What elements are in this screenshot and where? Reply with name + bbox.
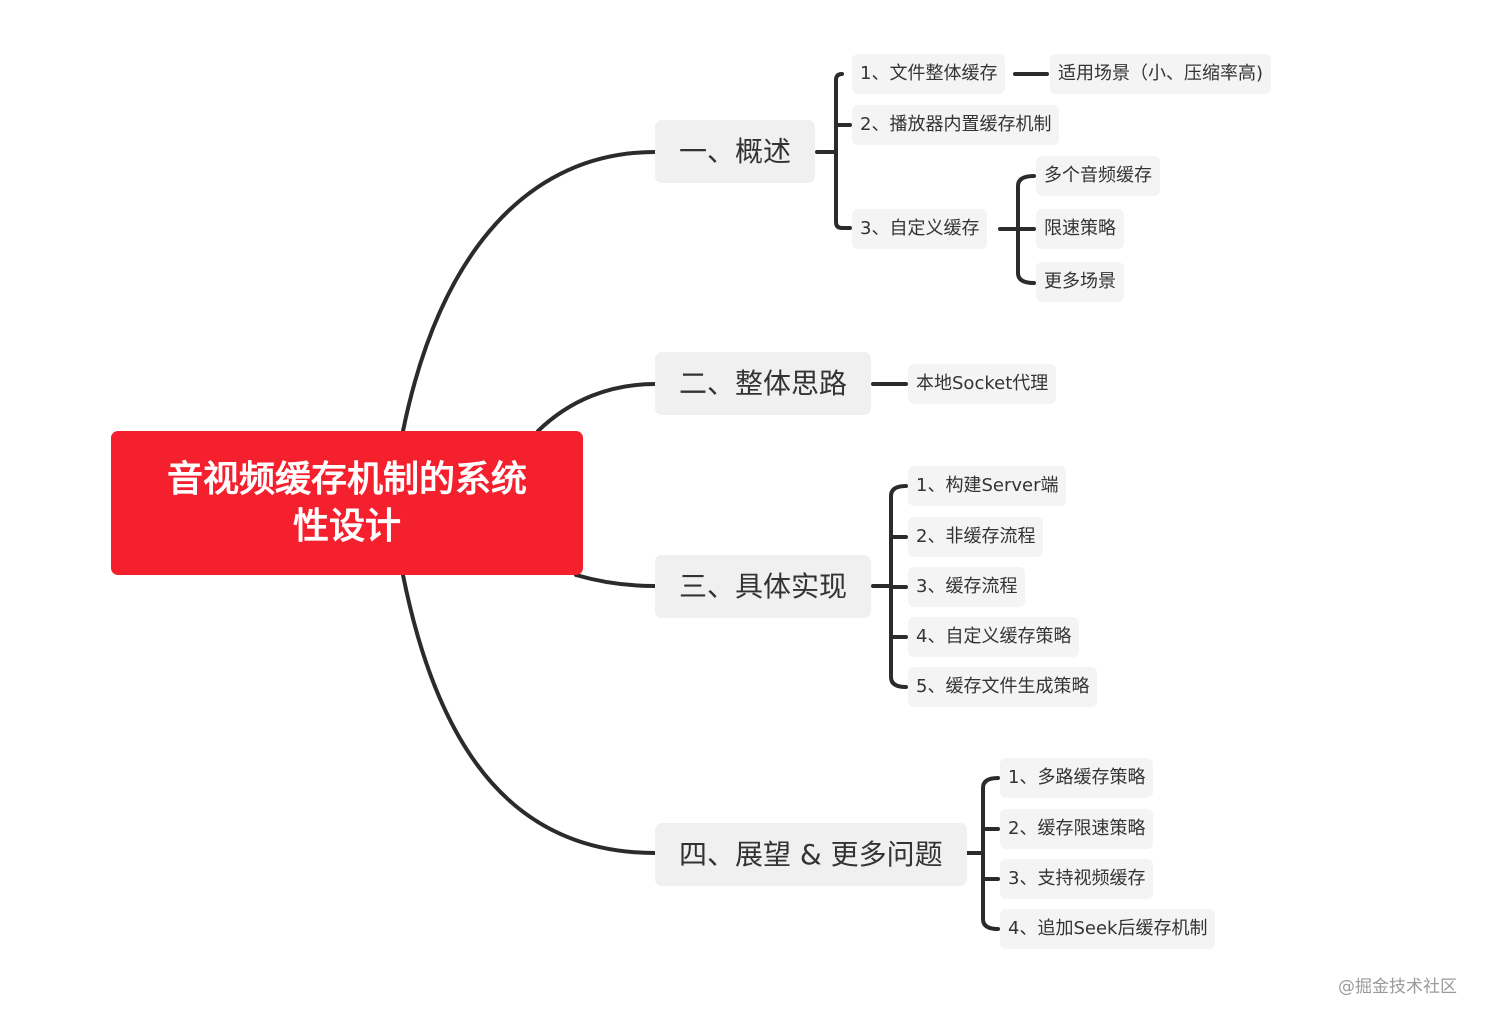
leaf-label: 3、自定义缓存 bbox=[860, 218, 980, 239]
connector-root-to-approach bbox=[536, 382, 657, 433]
leaf-label: 限速策略 bbox=[1044, 218, 1116, 239]
leaf-custom-multi-audio[interactable]: 多个音频缓存 bbox=[1036, 156, 1160, 196]
leaf-overview-custom-cache[interactable]: 3、自定义缓存 bbox=[852, 209, 988, 249]
leaf-label: 1、文件整体缓存 bbox=[860, 63, 998, 84]
connector-implementation-bracket bbox=[871, 484, 908, 689]
leaf-custom-more-scenes[interactable]: 更多场景 bbox=[1036, 262, 1124, 302]
branch-overview-label: 一、概述 bbox=[679, 135, 792, 168]
leaf-label: 3、支持视频缓存 bbox=[1008, 868, 1146, 889]
leaf-label: 2、缓存限速策略 bbox=[1008, 818, 1146, 839]
leaf-label: 多个音频缓存 bbox=[1044, 165, 1152, 186]
root-topic-title: 音视频缓存机制的系统性设计 bbox=[166, 459, 527, 547]
leaf-label: 5、缓存文件生成策略 bbox=[916, 676, 1090, 697]
leaf-outlook-seek-cache[interactable]: 4、追加Seek后缓存机制 bbox=[1000, 909, 1216, 949]
branch-overview[interactable]: 一、概述 bbox=[655, 120, 816, 183]
connector-outlook-bracket bbox=[963, 776, 1000, 931]
leaf-overview-file-cache[interactable]: 1、文件整体缓存 bbox=[852, 54, 1006, 94]
leaf-outlook-video-cache[interactable]: 3、支持视频缓存 bbox=[1000, 859, 1154, 899]
watermark: @掘金技术社区 bbox=[1338, 977, 1457, 997]
leaf-impl-cache-flow[interactable]: 3、缓存流程 bbox=[908, 567, 1026, 607]
branch-approach[interactable]: 二、整体思路 bbox=[655, 352, 872, 415]
leaf-outlook-multi-path[interactable]: 1、多路缓存策略 bbox=[1000, 758, 1154, 798]
branch-outlook[interactable]: 四、展望 & 更多问题 bbox=[655, 823, 967, 886]
leaf-approach-socket-proxy[interactable]: 本地Socket代理 bbox=[908, 364, 1057, 404]
leaf-overview-player-cache[interactable]: 2、播放器内置缓存机制 bbox=[852, 105, 1060, 145]
branch-approach-label: 二、整体思路 bbox=[679, 367, 848, 400]
leaf-label: 3、缓存流程 bbox=[916, 576, 1018, 597]
leaf-label: 1、多路缓存策略 bbox=[1008, 767, 1146, 788]
branch-implementation-label: 三、具体实现 bbox=[679, 570, 848, 603]
leaf-label: 更多场景 bbox=[1044, 271, 1116, 292]
connector-root-to-overview bbox=[401, 150, 657, 433]
connector-root-to-implementation bbox=[574, 573, 657, 588]
leaf-label: 2、非缓存流程 bbox=[916, 526, 1036, 547]
leaf-label: 本地Socket代理 bbox=[916, 373, 1049, 394]
leaf-file-cache-scenario[interactable]: 适用场景（小、压缩率高) bbox=[1050, 54, 1272, 94]
leaf-impl-custom-policy[interactable]: 4、自定义缓存策略 bbox=[908, 617, 1080, 657]
leaf-outlook-rate-limit[interactable]: 2、缓存限速策略 bbox=[1000, 809, 1154, 849]
leaf-label: 适用场景（小、压缩率高) bbox=[1058, 63, 1264, 84]
branch-implementation[interactable]: 三、具体实现 bbox=[655, 555, 872, 618]
leaf-label: 4、追加Seek后缓存机制 bbox=[1008, 918, 1208, 939]
branch-outlook-label: 四、展望 & 更多问题 bbox=[679, 838, 943, 871]
connector-root-to-outlook bbox=[401, 573, 657, 855]
leaf-impl-server[interactable]: 1、构建Server端 bbox=[908, 466, 1067, 506]
root-topic[interactable]: 音视频缓存机制的系统性设计 bbox=[111, 431, 583, 575]
connector-overview-bracket bbox=[815, 72, 852, 230]
leaf-impl-non-cache-flow[interactable]: 2、非缓存流程 bbox=[908, 517, 1044, 557]
leaf-label: 1、构建Server端 bbox=[916, 475, 1059, 496]
leaf-label: 4、自定义缓存策略 bbox=[916, 626, 1072, 647]
leaf-custom-rate-limit[interactable]: 限速策略 bbox=[1036, 209, 1124, 249]
leaf-impl-file-generation[interactable]: 5、缓存文件生成策略 bbox=[908, 667, 1098, 707]
leaf-label: 2、播放器内置缓存机制 bbox=[860, 114, 1052, 135]
connector-custom-cache-bracket bbox=[998, 174, 1036, 285]
